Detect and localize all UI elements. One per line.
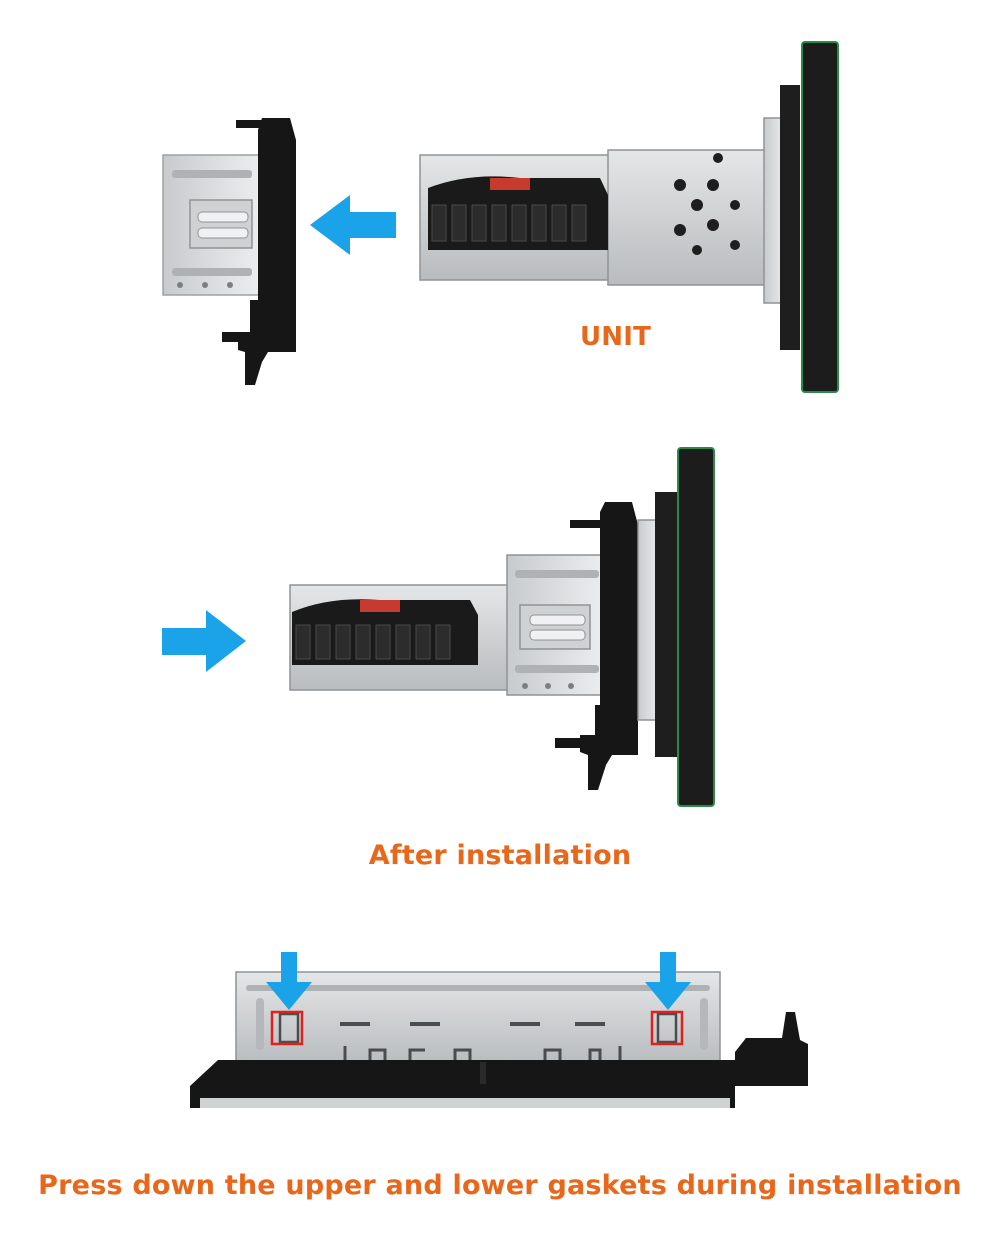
gasket-detail [190, 971, 808, 1108]
arrow-icon-down-right [645, 952, 691, 1010]
arrow-icon-down-left [266, 952, 312, 1010]
after-installation-label: After installation [368, 840, 632, 871]
radio-unit-installed [289, 447, 715, 807]
square-outline-icon-right [650, 1010, 684, 1046]
radio-unit-standalone [419, 41, 839, 393]
unit-label: UNIT [580, 322, 652, 352]
arrow-icon-right [162, 610, 246, 672]
square-outline-icon-left [270, 1010, 304, 1046]
mounting-bracket-standalone [162, 118, 296, 385]
instruction-label: Press down the upper and lower gaskets d… [38, 1170, 962, 1201]
arrow-icon-left [310, 195, 396, 255]
